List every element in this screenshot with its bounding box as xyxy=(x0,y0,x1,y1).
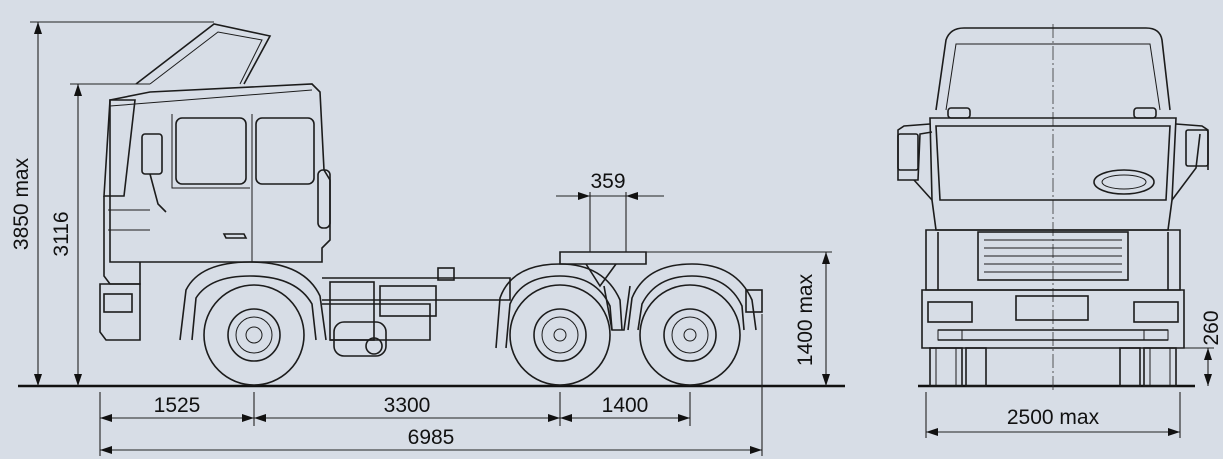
side-mirror xyxy=(141,133,163,175)
chassis-frame xyxy=(322,277,511,301)
cab-window-front xyxy=(175,117,247,185)
front-overhang-label: 1525 xyxy=(154,394,201,417)
rear-wheel-1 xyxy=(509,284,611,386)
rear-fender-2 xyxy=(627,263,757,331)
roof-deflector xyxy=(135,23,272,85)
fifth-wheel-offset-label: 359 xyxy=(590,170,625,193)
overall-width-label: 2500 max xyxy=(1007,406,1100,429)
overall-length-label: 6985 xyxy=(408,426,455,449)
front-tire-right xyxy=(1143,347,1177,387)
front-view: 2500 max 260 xyxy=(897,24,1223,438)
fifth-wheel xyxy=(559,251,647,265)
cab-height-label: 3116 xyxy=(50,211,73,256)
rear-wheel-2 xyxy=(639,284,741,386)
front-mirror-left xyxy=(897,133,919,171)
front-emblem xyxy=(1093,169,1155,195)
cab-window-side xyxy=(255,117,315,185)
front-fender xyxy=(179,261,327,341)
front-roof-deflector xyxy=(935,27,1171,111)
ground-clearance-label: 260 xyxy=(1200,310,1223,345)
front-wheel xyxy=(203,284,305,386)
wheelbase-label: 3300 xyxy=(384,394,431,417)
front-tire-left xyxy=(929,347,963,387)
front-bumper xyxy=(99,283,141,341)
side-view: 3850 max 3116 359 1400 max 1525 xyxy=(10,21,845,456)
coupling-height-label: 1400 max xyxy=(794,273,817,366)
overall-height-label: 3850 max xyxy=(10,157,33,250)
tandem-spacing-label: 1400 xyxy=(602,394,649,417)
front-grille xyxy=(977,231,1129,281)
fuel-tank xyxy=(333,321,387,357)
license-plate xyxy=(1015,295,1089,321)
